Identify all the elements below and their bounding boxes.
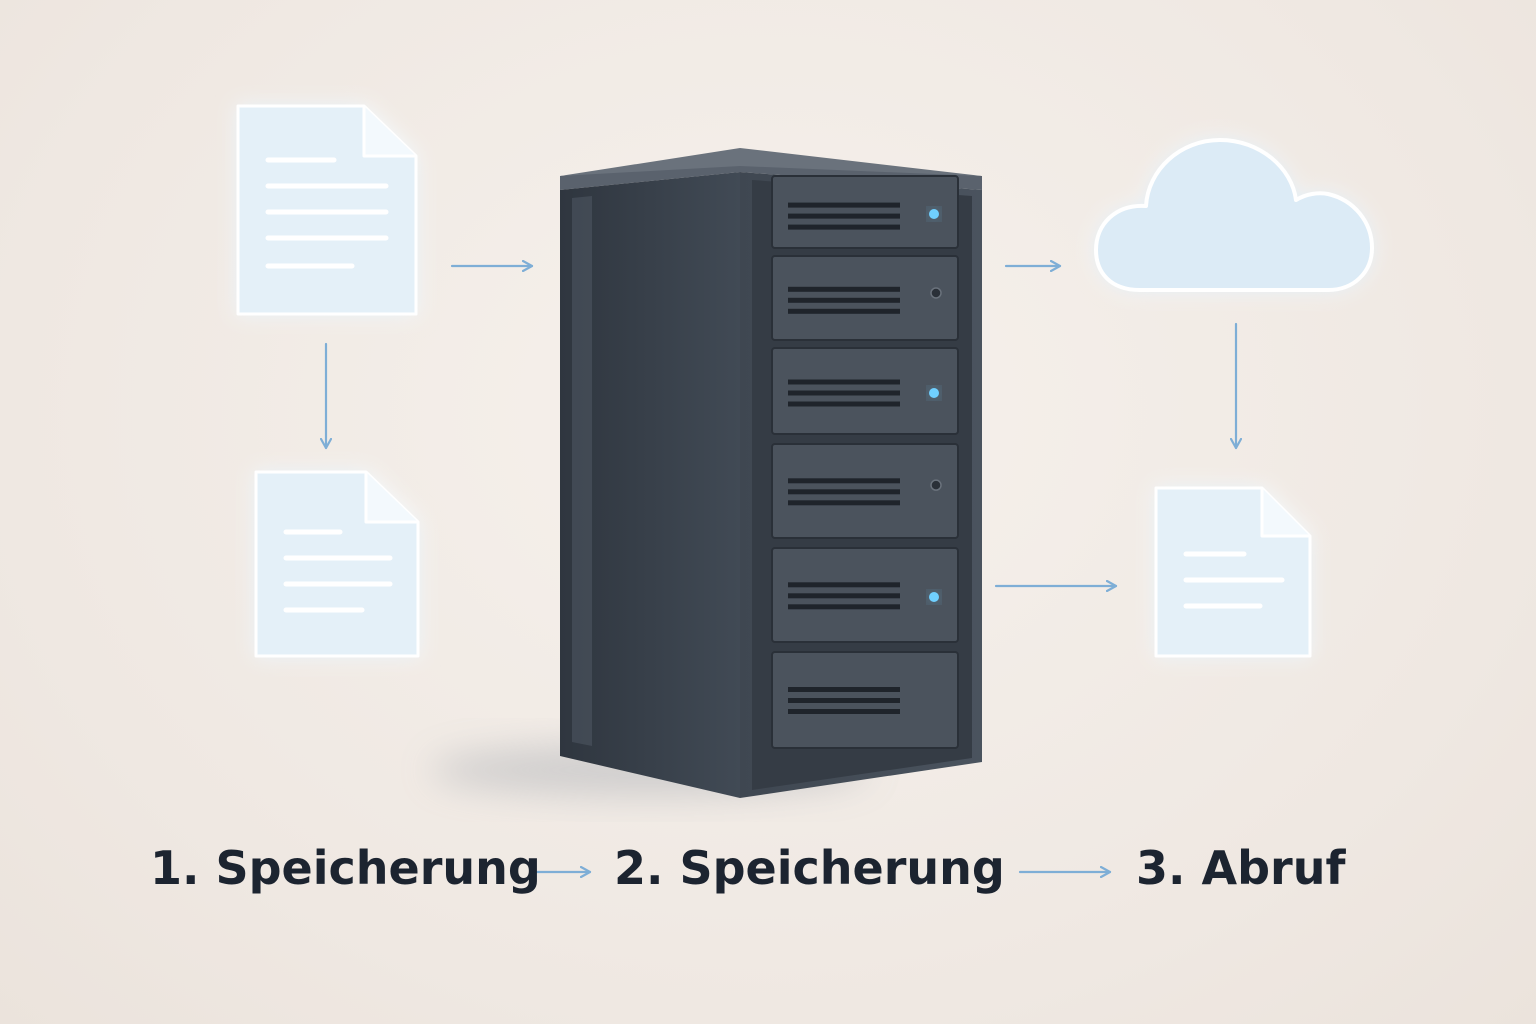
step-label-2: 2. Speicherung xyxy=(614,841,1005,895)
document-icon xyxy=(254,470,420,658)
vent-slot xyxy=(788,297,900,303)
vent-slot xyxy=(788,500,900,506)
document-icon xyxy=(1154,486,1312,658)
vent-slot xyxy=(788,709,900,714)
status-led xyxy=(929,209,939,219)
cloud-icon xyxy=(1094,138,1374,292)
vent-slot xyxy=(788,698,900,703)
power-button xyxy=(930,479,942,491)
step-label-3: 3. Abruf xyxy=(1136,841,1346,895)
status-led xyxy=(929,388,939,398)
vent-slot xyxy=(788,390,900,396)
power-button xyxy=(930,287,942,299)
vent-slot xyxy=(788,213,900,219)
vent-slot xyxy=(788,379,900,385)
vent-slot xyxy=(788,582,900,588)
vent-slot xyxy=(788,401,900,407)
vent-slot xyxy=(788,687,900,692)
vent-slot xyxy=(788,202,900,208)
status-led xyxy=(929,592,939,602)
vent-slot xyxy=(788,308,900,314)
step-label-1: 1. Speicherung xyxy=(150,841,541,895)
vent-slot xyxy=(788,489,900,495)
document-icon xyxy=(236,104,418,316)
vent-slot xyxy=(788,224,900,230)
vent-slot xyxy=(788,604,900,610)
vent-slot xyxy=(788,478,900,484)
vent-slot xyxy=(788,593,900,599)
vent-slot xyxy=(788,286,900,292)
server-bay xyxy=(771,175,959,249)
server-bays xyxy=(771,175,959,749)
